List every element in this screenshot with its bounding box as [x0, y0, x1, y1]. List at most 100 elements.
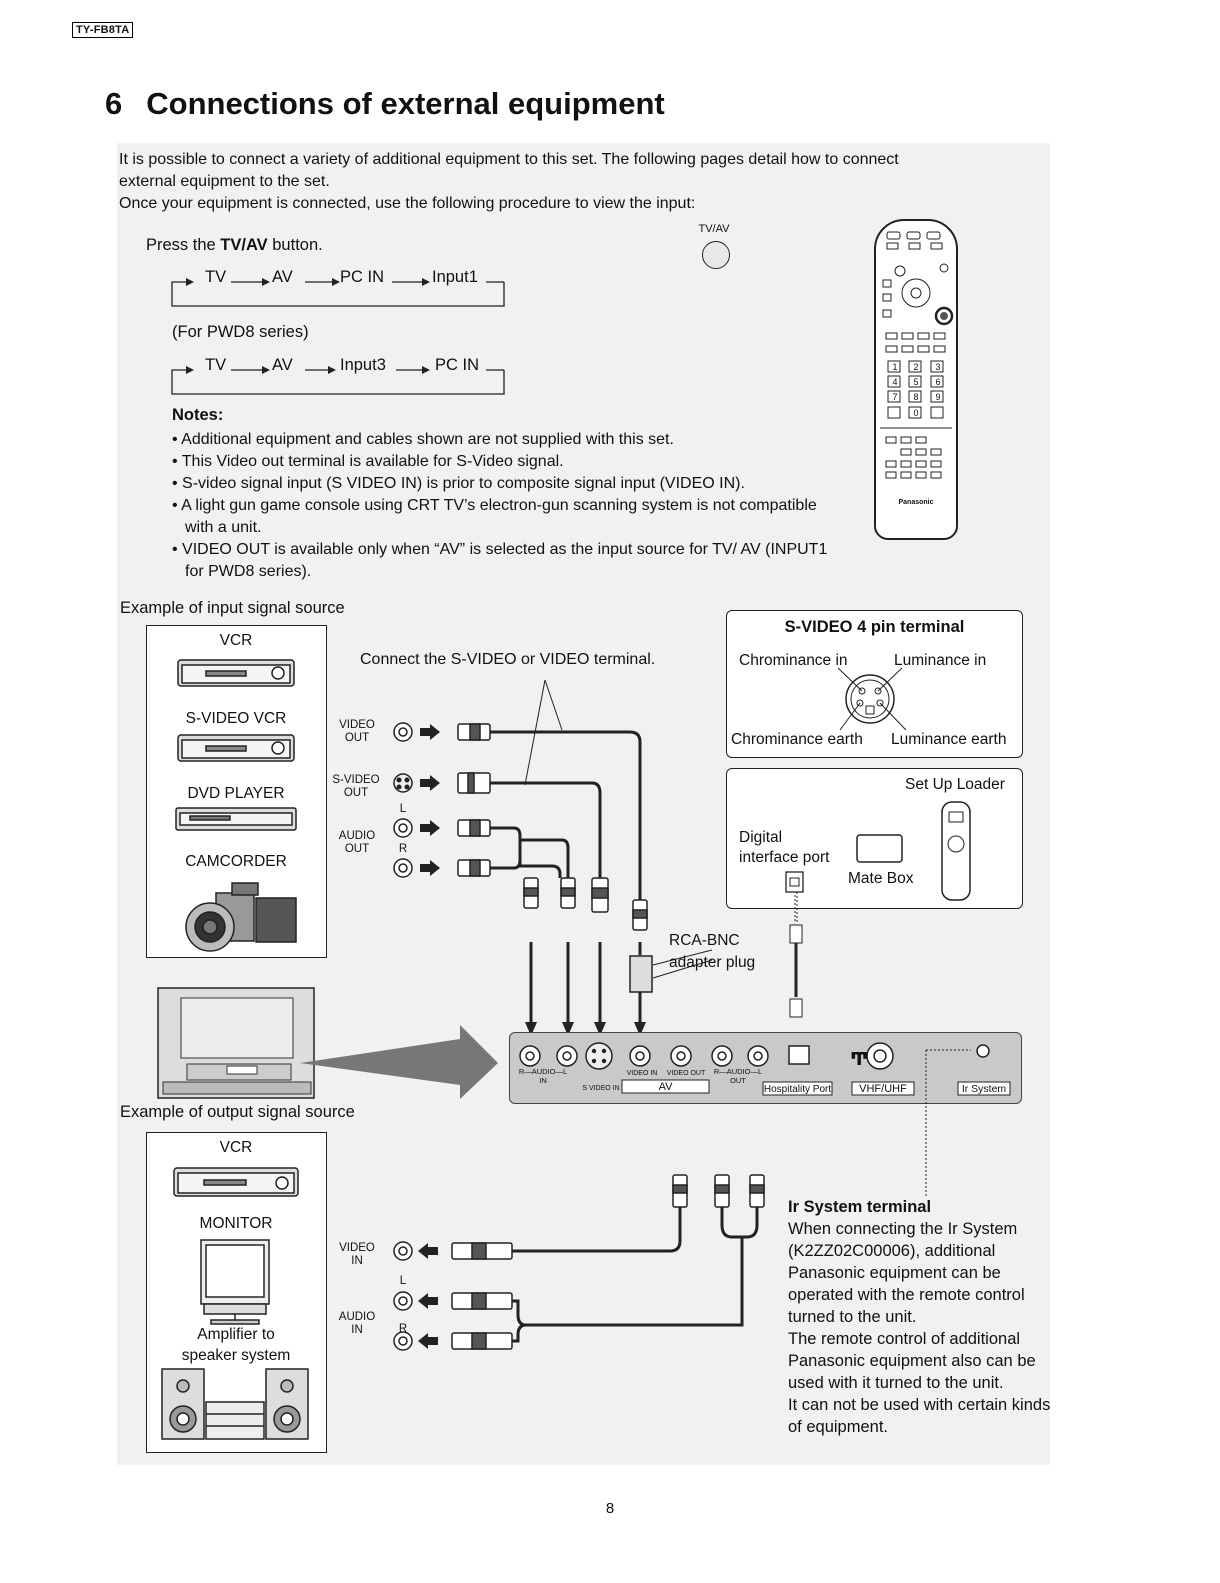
- remote-key: 7: [892, 392, 898, 402]
- speaker-system-icon: [161, 1368, 309, 1440]
- svideo-out-label: S-VIDEO OUT: [332, 774, 380, 799]
- vcr-icon: [177, 659, 295, 687]
- remote-key: 1: [892, 362, 898, 372]
- intro-line-2: external equipment to the set.: [119, 173, 330, 190]
- zoom-arrow-icon: [300, 1025, 498, 1099]
- tvav-button-icon: [702, 241, 730, 269]
- pwd8-heading: (For PWD8 series): [172, 323, 309, 341]
- digital-port-icon: [785, 871, 804, 893]
- audio-r-label: R: [398, 843, 408, 855]
- device-dvd-label: DVD PLAYER: [187, 785, 285, 802]
- tvav-label: TV/AV: [698, 223, 730, 235]
- chroma-in-label: Chrominance in: [739, 652, 848, 669]
- section-title-text: Connections of external equipment: [146, 86, 665, 121]
- tv-rear-icon: [157, 987, 315, 1099]
- note-item: VIDEO OUT is available only when “AV” is…: [172, 539, 842, 583]
- remote-key: 2: [913, 362, 919, 372]
- remote-key: 9: [935, 392, 941, 402]
- audio-out-label: AUDIO OUT: [338, 830, 376, 855]
- remote-key: 4: [892, 377, 898, 387]
- audio-in-label: AUDIO IN: [338, 1311, 376, 1336]
- device-svideo-vcr-label: S-VIDEO VCR: [185, 710, 287, 727]
- output-example-heading: Example of output signal source: [120, 1103, 355, 1121]
- out-device-vcr-label: VCR: [219, 1139, 253, 1156]
- mate-box-icon: [856, 834, 903, 863]
- ir-terminal-body-2: The remote control of additional Panason…: [788, 1330, 1036, 1392]
- mate-box-label: Mate Box: [848, 870, 914, 887]
- svideo-vcr-icon: [177, 734, 295, 762]
- audio-in-l-label: L: [399, 1275, 407, 1287]
- rca-bnc-adapter-icon: [629, 955, 653, 993]
- panel-svideo-in-label: S VIDEO IN: [582, 1085, 620, 1092]
- seq1-input1: Input1: [432, 268, 478, 286]
- seq1-tv: TV: [205, 268, 227, 286]
- camcorder-icon: [185, 882, 297, 952]
- remote-key: 8: [913, 392, 919, 402]
- chroma-earth-label: Chrominance earth: [731, 731, 863, 748]
- panel-hospitality-label: Hospitality Port: [763, 1084, 832, 1095]
- out-vcr-icon: [173, 1167, 299, 1197]
- sequence-loop-1: [171, 278, 505, 307]
- panel-audio-in-label: R—AUDIO—L IN: [518, 1067, 568, 1085]
- out-device-amplifier-label: Amplifier to speaker system: [181, 1326, 291, 1364]
- notes-heading: Notes:: [172, 406, 224, 424]
- output-connection-diagram: [393, 1174, 765, 1351]
- intro-line-1: It is possible to connect a variety of a…: [119, 151, 899, 168]
- notes-list: Additional equipment and cables shown ar…: [172, 429, 842, 583]
- remote-key: 0: [913, 408, 919, 418]
- setup-loader-label: Set Up Loader: [905, 776, 1005, 793]
- note-item: Additional equipment and cables shown ar…: [172, 429, 842, 451]
- ir-dotted-line: [925, 1050, 927, 1198]
- remote-key: 5: [913, 377, 919, 387]
- rca-bnc-label: RCA-BNC adapter plug: [669, 932, 756, 971]
- monitor-icon: [200, 1239, 270, 1325]
- panel-video-out-label: VIDEO OUT: [666, 1070, 706, 1077]
- ir-terminal-text: Ir System terminal When connecting the I…: [788, 1196, 1058, 1438]
- seq1-av: AV: [272, 268, 293, 286]
- remote-key: 3: [935, 362, 941, 372]
- seq2-tv: TV: [205, 356, 227, 374]
- note-item: This Video out terminal is available for…: [172, 451, 842, 473]
- svideo-terminal-title: S-VIDEO 4 pin terminal: [784, 618, 965, 636]
- out-device-monitor-label: MONITOR: [199, 1215, 273, 1232]
- device-vcr-label: VCR: [219, 632, 253, 649]
- seq2-pcin: PC IN: [435, 356, 480, 374]
- model-tag: TY-FB8TA: [72, 22, 134, 38]
- panel-av-label: AV: [658, 1081, 673, 1093]
- device-camcorder-label: CAMCORDER: [185, 853, 287, 870]
- antenna-icon: Ͳ: [850, 1049, 869, 1069]
- output-device-drawings: [161, 1167, 309, 1440]
- video-in-label: VIDEO IN: [339, 1242, 375, 1267]
- panel-video-in-label: VIDEO IN: [626, 1070, 658, 1077]
- panel-ir-label: Ir System: [961, 1083, 1007, 1095]
- panel-vhf-label: VHF/UHF: [859, 1083, 907, 1095]
- tv-connector-jacks: [519, 1042, 1011, 1096]
- remote-control-icon: 1 2 3 4 5 6 7 8 9 0 Panasonic: [874, 219, 958, 540]
- luma-in-label: Luminance in: [894, 652, 987, 669]
- audio-l-label: L: [399, 803, 407, 815]
- note-item: S-video signal input (S VIDEO IN) is pri…: [172, 473, 842, 495]
- connection-diagram: [393, 679, 798, 1036]
- seq2-av: AV: [272, 356, 293, 374]
- intro-text: It is possible to connect a variety of a…: [119, 149, 1039, 215]
- intro-line-3: Once your equipment is connected, use th…: [119, 195, 696, 212]
- page-number: 8: [605, 1500, 615, 1517]
- ir-terminal-body: When connecting the Ir System (K2ZZ02C00…: [788, 1220, 1025, 1326]
- seq2-input3: Input3: [340, 356, 386, 374]
- input-example-heading: Example of input signal source: [120, 599, 345, 617]
- setup-drawings: [785, 801, 971, 901]
- luma-earth-label: Luminance earth: [891, 731, 1007, 748]
- dvd-player-icon: [175, 807, 297, 831]
- tvav-button-name: TV/AV: [220, 236, 268, 254]
- connect-note: Connect the S-VIDEO or VIDEO terminal.: [360, 651, 656, 668]
- digital-port-label: Digital interface port: [739, 829, 830, 866]
- audio-in-r-label: R: [398, 1323, 408, 1335]
- svideo-pin-diagram: [837, 667, 907, 731]
- seq1-pcin: PC IN: [340, 268, 385, 286]
- panel-audio-out-label: R—AUDIO—L OUT: [713, 1067, 763, 1085]
- ir-terminal-body-3: It can not be used with certain kinds of…: [788, 1396, 1051, 1436]
- note-item: A light gun game console using CRT TV’s …: [172, 495, 842, 539]
- press-instruction: Press the TV/AV button.: [146, 236, 323, 254]
- remote-key: 6: [935, 377, 941, 387]
